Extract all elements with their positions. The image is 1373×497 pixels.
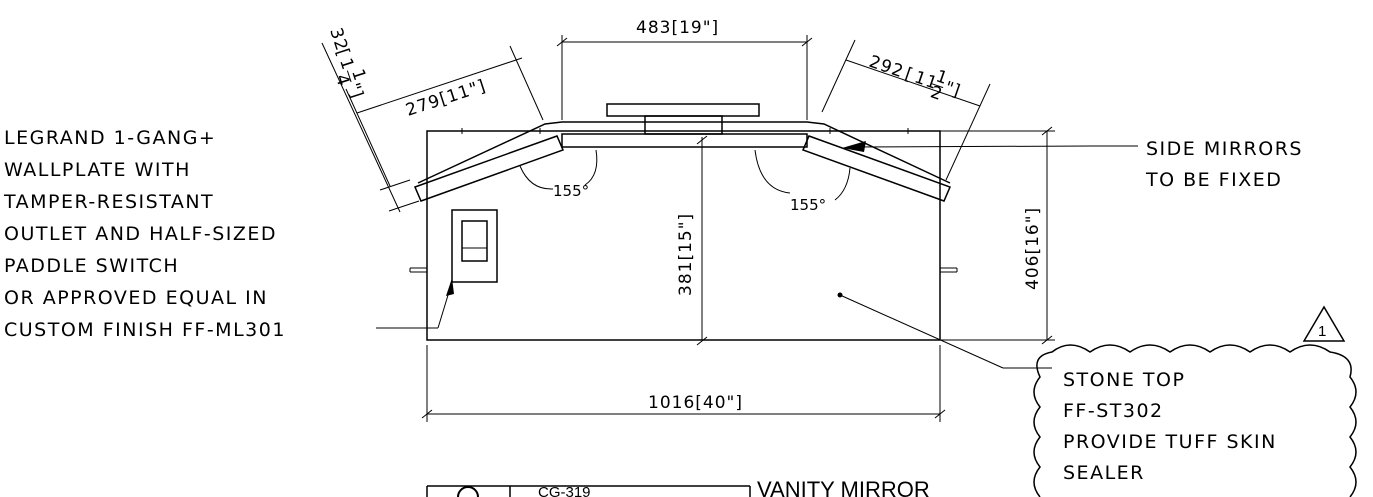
dim-total-width: 1016[40"] bbox=[648, 393, 743, 413]
outlet-note-line: WALLPLATE WITH bbox=[4, 159, 191, 181]
cabinet-outline bbox=[409, 128, 958, 341]
outlet-note-line: TAMPER-RESISTANT bbox=[3, 191, 214, 213]
stone-note: STONE TOP FF-ST302 PROVIDE TUFF SKIN SEA… bbox=[837, 292, 1357, 497]
svg-text:1: 1 bbox=[335, 56, 358, 73]
dim-right-mirror: 292 [ 11 1 2 " ] bbox=[866, 52, 963, 105]
svg-text:292: 292 bbox=[866, 52, 906, 82]
outlet-leader-arrow bbox=[446, 278, 454, 296]
dim-edge: 32 [ 1 1 4 " ] bbox=[325, 25, 370, 101]
angle-left: 155° bbox=[553, 182, 589, 200]
stone-note-line: SEALER bbox=[1063, 462, 1145, 484]
outlet-note-line: CUSTOM FINISH FF-ML301 bbox=[4, 319, 286, 341]
revision-triangle: 1 bbox=[1302, 305, 1346, 342]
outlet-note-line: LEGRAND 1-GANG+ bbox=[4, 127, 216, 149]
mirrors-leader-arrow bbox=[842, 141, 866, 152]
sheet-number: CG-319 bbox=[538, 484, 591, 497]
revision-cloud bbox=[1033, 344, 1357, 497]
stone-note-line: PROVIDE TUFF SKIN bbox=[1063, 431, 1277, 453]
left-side-mirror bbox=[413, 135, 565, 202]
dim-total-depth: 406[16"] bbox=[1023, 207, 1043, 290]
center-mirror bbox=[561, 133, 808, 148]
revision-number: 1 bbox=[1318, 323, 1326, 340]
title-block: CG-319 VANITY MIRROR bbox=[426, 477, 930, 497]
mirrors-note: SIDE MIRRORS TO BE FIXED bbox=[842, 138, 1303, 191]
paddle-switch bbox=[461, 220, 488, 262]
mirror-assembly bbox=[413, 103, 952, 202]
stone-note-line: FF-ST302 bbox=[1063, 400, 1164, 422]
dim-inner-depth: 381[15"] bbox=[676, 213, 696, 296]
right-side-mirror bbox=[801, 135, 952, 202]
outlet-note-line: PADDLE SWITCH bbox=[4, 255, 179, 277]
outlet-note-line: OR APPROVED EQUAL IN bbox=[4, 287, 268, 309]
mirrors-note-line: TO BE FIXED bbox=[1145, 169, 1282, 191]
wallplate bbox=[451, 209, 498, 283]
light-fixture bbox=[606, 103, 760, 117]
stone-note-line: STONE TOP bbox=[1063, 369, 1185, 391]
angle-right: 155° bbox=[790, 196, 826, 214]
outlet-note-line: OUTLET AND HALF-SIZED bbox=[4, 223, 277, 245]
dimension-text: 483[19"] 279[11"] 292 [ 11 1 2 " ] 32 [ … bbox=[325, 18, 1043, 413]
dim-left-mirror: 279[11"] bbox=[403, 76, 488, 121]
outlet-switch bbox=[451, 209, 498, 283]
svg-text:4: 4 bbox=[331, 72, 354, 89]
outlet-note: LEGRAND 1-GANG+ WALLPLATE WITH TAMPER-RE… bbox=[3, 127, 454, 341]
dim-top-width: 483[19"] bbox=[636, 18, 719, 38]
detail-bubble bbox=[457, 486, 479, 497]
svg-text:1: 1 bbox=[347, 67, 370, 84]
drawing-title: VANITY MIRROR bbox=[757, 477, 930, 497]
mirrors-note-line: SIDE MIRRORS bbox=[1146, 138, 1303, 160]
dimension-lines bbox=[321, 35, 1055, 422]
